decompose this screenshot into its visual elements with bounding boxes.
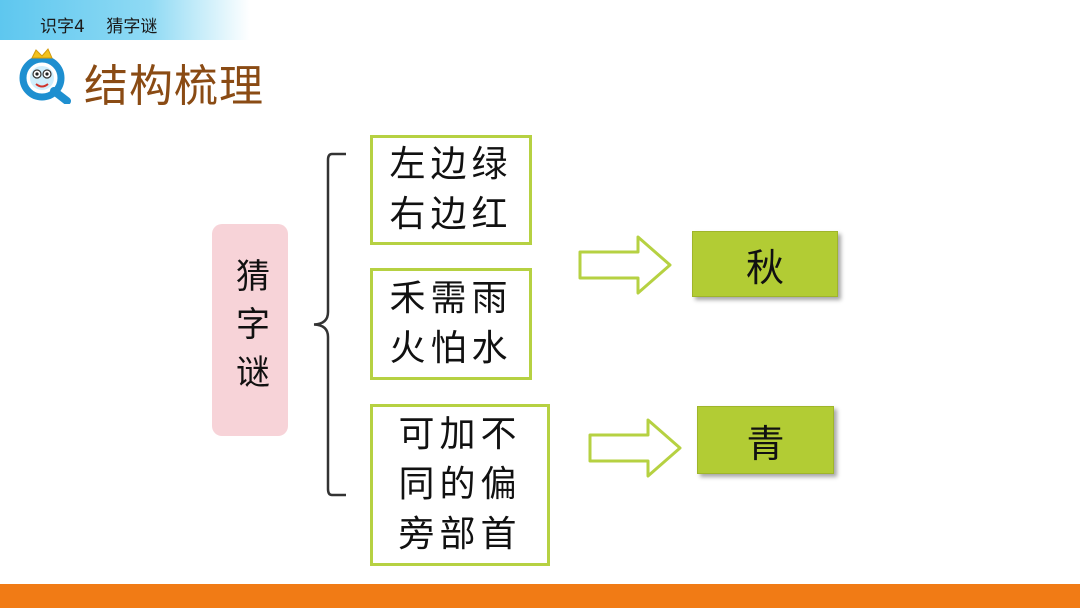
answer-text: 秋	[745, 245, 784, 290]
answer-box: 秋	[692, 231, 838, 297]
riddle-box: 禾需雨 火怕水	[370, 268, 532, 380]
topic-label: 猜字谜	[229, 258, 270, 402]
riddle-text: 左边绿 右边红	[389, 144, 513, 235]
topic-box: 猜字谜	[212, 224, 288, 436]
header-bar	[0, 0, 250, 40]
section-title: 结构梳理	[84, 61, 264, 112]
riddle-box: 左边绿 右边红	[370, 135, 532, 245]
riddle-text: 禾需雨 火怕水	[389, 278, 513, 369]
riddle-box: 可加不 同的偏 旁部首	[370, 404, 550, 566]
answer-box: 青	[697, 406, 834, 474]
right-arrow-icon	[588, 418, 682, 478]
riddle-text: 可加不 同的偏 旁部首	[398, 414, 522, 555]
footer-bar	[0, 584, 1080, 608]
lesson-label: 识字4 猜字谜	[40, 17, 158, 37]
answer-text: 青	[746, 421, 785, 466]
bracket-icon	[313, 152, 346, 497]
magnifier-mascot-icon	[19, 48, 71, 104]
right-arrow-icon	[578, 235, 672, 295]
